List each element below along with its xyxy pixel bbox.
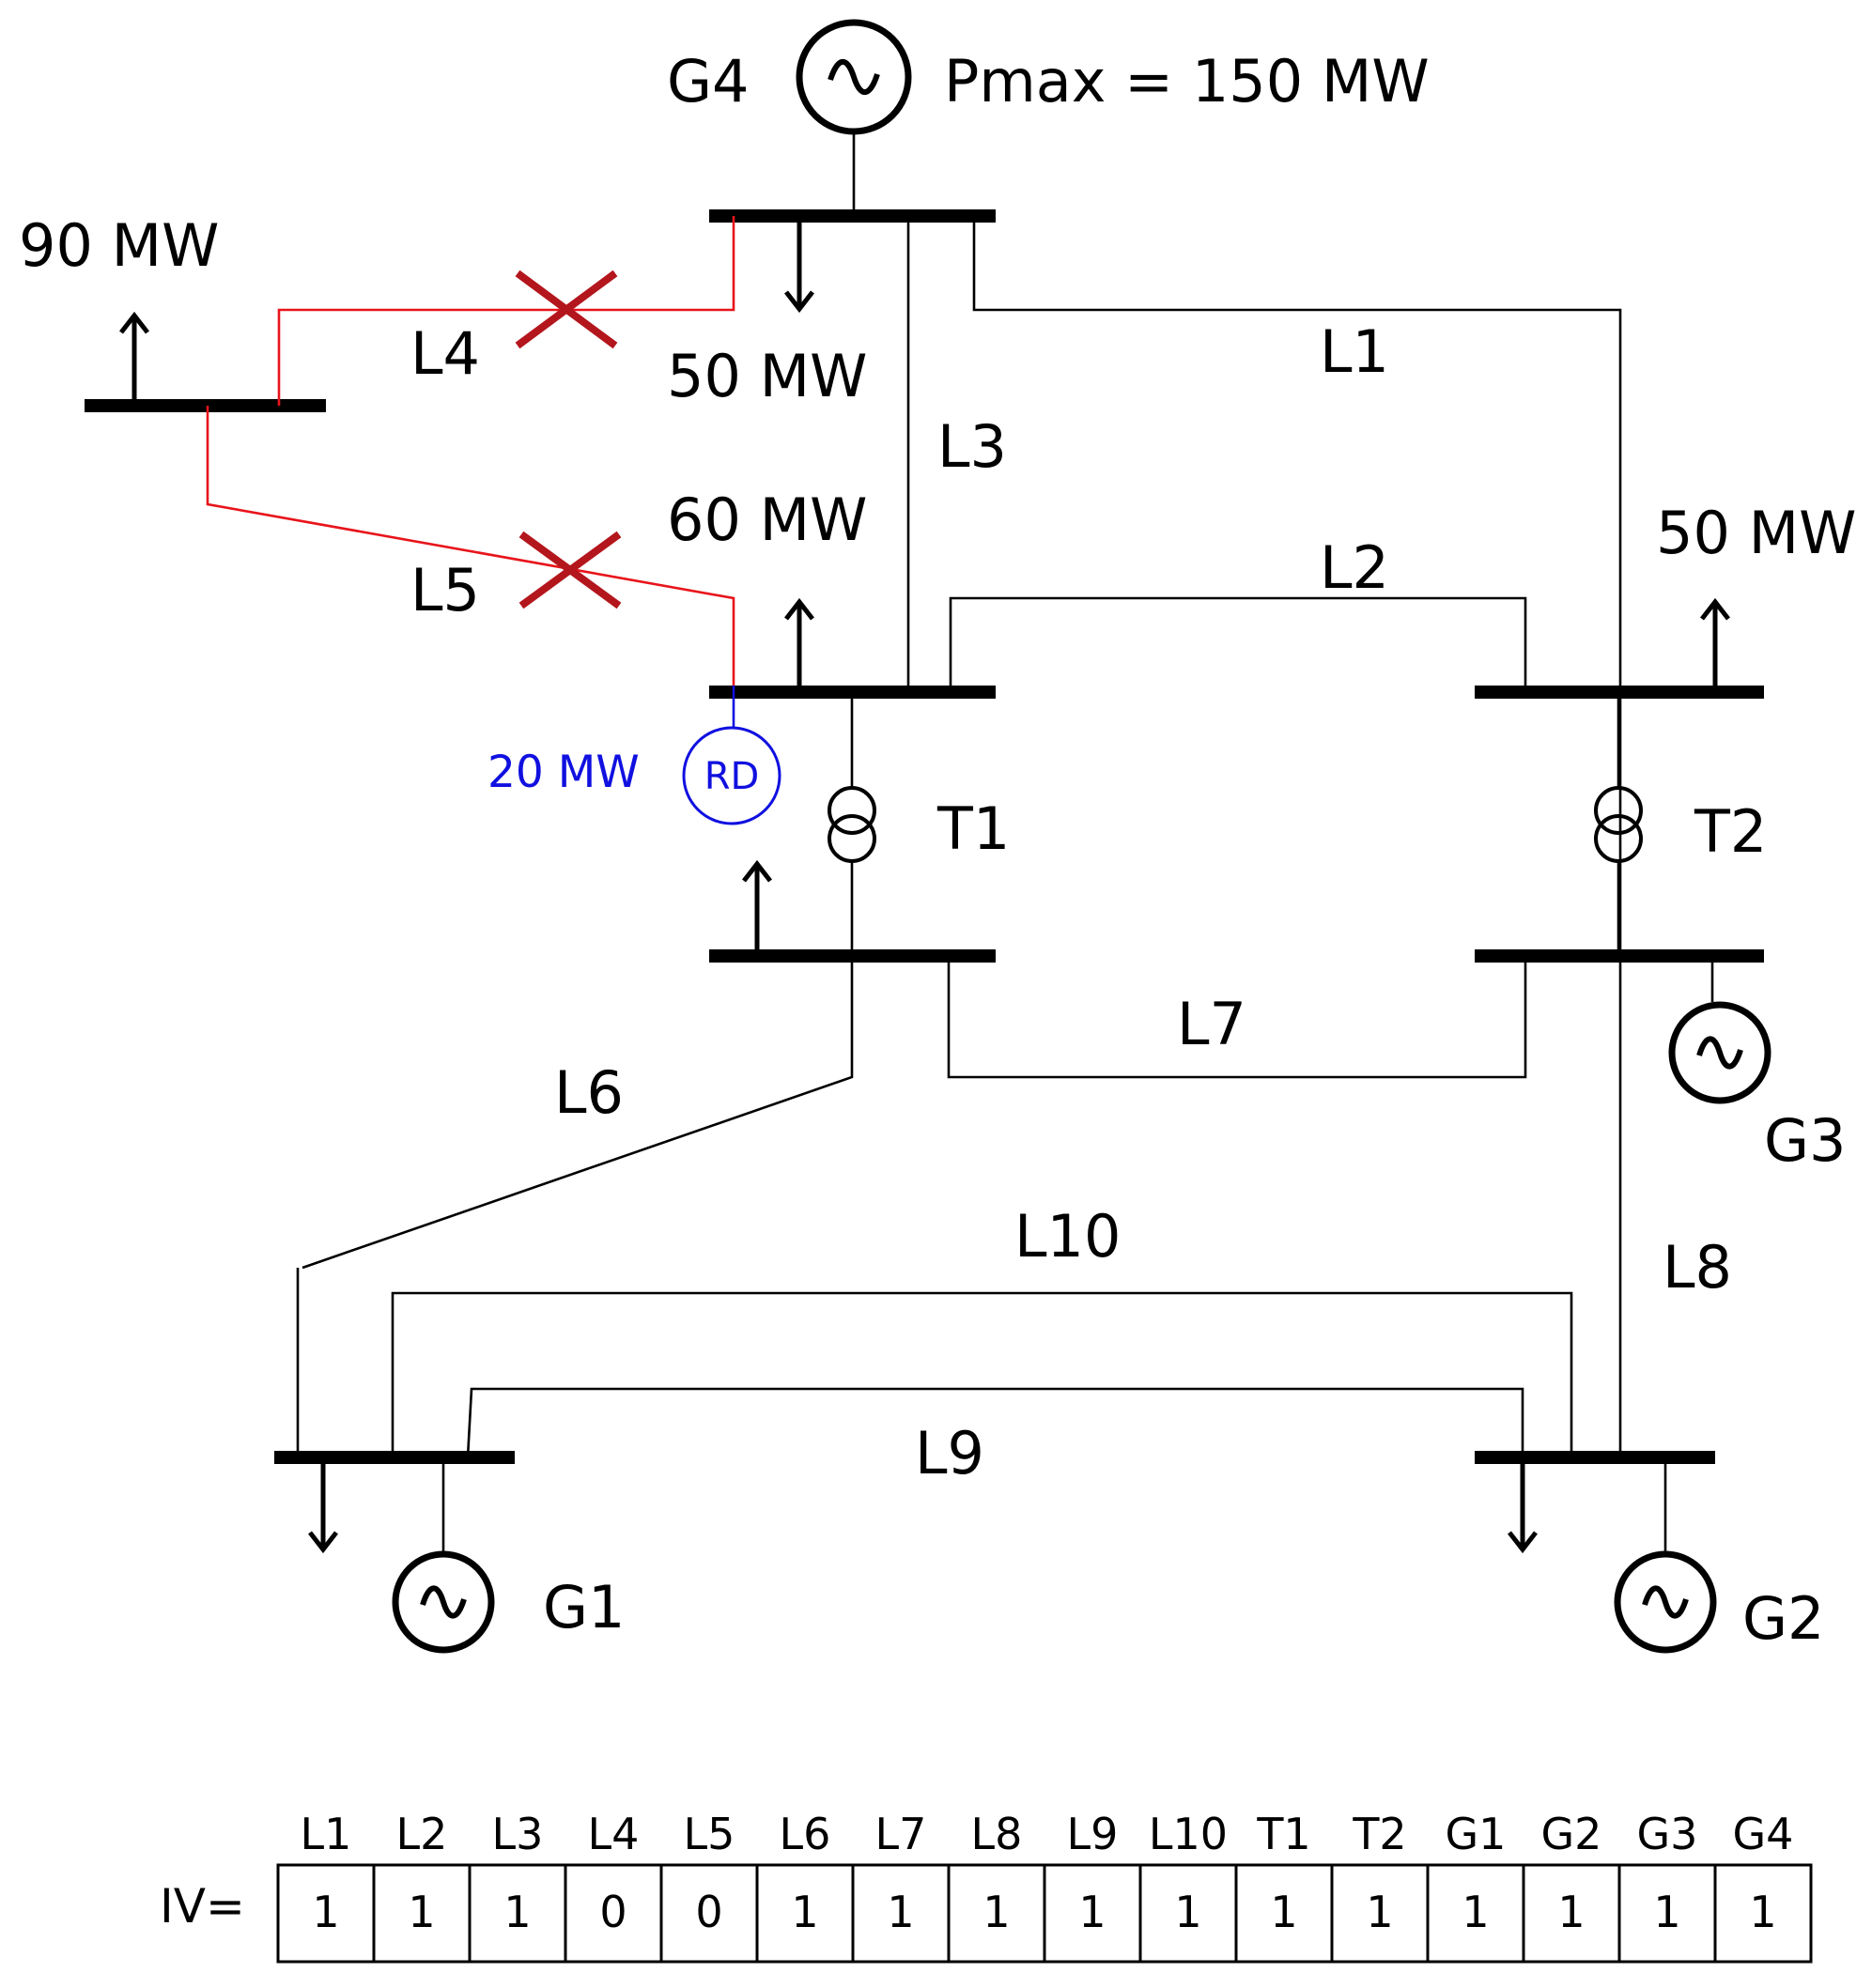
- iv-cell: [1522, 1863, 1621, 1964]
- iv-header-l2: L2: [396, 1809, 448, 1859]
- iv-header-g3: G3: [1637, 1809, 1698, 1859]
- load-top-arrow-icon: [784, 222, 814, 314]
- line-l1: [972, 216, 1622, 1457]
- transformer-t1-label: T1: [936, 794, 1010, 863]
- load-left-arrow-icon: [119, 311, 149, 406]
- iv-value-l3: 1: [503, 1887, 531, 1937]
- iv-header-l6: L6: [780, 1809, 831, 1859]
- iv-cell: [755, 1863, 855, 1964]
- iv-cell: [1617, 1863, 1717, 1964]
- iv-value-g3: 1: [1653, 1887, 1680, 1937]
- g1-label: G1: [543, 1573, 626, 1641]
- trip-cross-l5-icon: [518, 531, 622, 609]
- renewable-label: RD: [704, 755, 760, 798]
- iv-value-g4: 1: [1749, 1887, 1776, 1937]
- iv-prefix: IV=: [160, 1879, 245, 1934]
- iv-cell: [1330, 1863, 1430, 1964]
- transformer-t2-label: T2: [1694, 797, 1767, 866]
- iv-header-l10: L10: [1149, 1809, 1228, 1859]
- iv-value-g2: 1: [1557, 1887, 1585, 1937]
- iv-value-l2: 1: [408, 1887, 435, 1937]
- iv-cells: 1 1 1 0 0 1 1 1 1 1 1 1 1 1 1 1: [276, 1863, 1813, 1964]
- iv-value-l8: 1: [982, 1887, 1010, 1937]
- line-l1-label: L1: [1320, 317, 1389, 386]
- line-l9: [466, 1387, 1524, 1458]
- renewable-power: 20 MW: [487, 747, 640, 798]
- iv-header-g4: G4: [1733, 1809, 1794, 1859]
- load-right-arrow-icon: [1700, 597, 1730, 686]
- line-l6: [302, 956, 854, 1270]
- iv-headers: L1 L2 L3 L4 L5 L6 L7 L8 L9 L10 T1 T2 G1 G2 G3 G4: [301, 1809, 1794, 1859]
- generator-g2: [1614, 1457, 1717, 1654]
- iv-cell: [372, 1863, 472, 1964]
- g2-label: G2: [1742, 1584, 1825, 1653]
- iv-value-l1: 1: [312, 1887, 339, 1937]
- load-mid-value: 60 MW: [667, 485, 867, 554]
- line-l7: [947, 956, 1527, 1079]
- line-l5-label: L5: [410, 556, 480, 624]
- load-t1-low-arrow-icon: [742, 859, 772, 950]
- iv-header-l5: L5: [684, 1809, 735, 1859]
- iv-value-l6: 1: [791, 1887, 818, 1937]
- iv-cell: [1043, 1863, 1142, 1964]
- line-l8-label: L8: [1663, 1233, 1732, 1302]
- line-l6-label: L6: [554, 1058, 624, 1127]
- renewable-unit: [682, 686, 781, 825]
- iv-header-l4: L4: [588, 1809, 640, 1859]
- iv-value-l9: 1: [1078, 1887, 1106, 1937]
- iv-header-t1: T1: [1256, 1809, 1310, 1859]
- iv-cell: [851, 1863, 951, 1964]
- iv-value-g1: 1: [1462, 1887, 1489, 1937]
- generator-g1: [392, 1457, 495, 1654]
- iv-header-l1: L1: [301, 1809, 352, 1859]
- line-l2-label: L2: [1320, 533, 1389, 602]
- iv-header-l7: L7: [875, 1809, 927, 1859]
- load-g2-bus-arrow-icon: [1508, 1463, 1538, 1554]
- line-l4: [277, 216, 735, 406]
- load-g1-bus-arrow-icon: [308, 1463, 338, 1554]
- iv-value-l7: 1: [887, 1887, 914, 1937]
- iv-value-l10: 1: [1174, 1887, 1201, 1937]
- iv-header-g2: G2: [1541, 1809, 1602, 1859]
- iv-cell: [1713, 1863, 1813, 1964]
- iv-cell: [947, 1863, 1046, 1964]
- line-l10: [391, 1291, 1573, 1457]
- line-l9-label: L9: [915, 1419, 984, 1487]
- iv-value-t1: 1: [1270, 1887, 1297, 1937]
- iv-header-l3: L3: [492, 1809, 544, 1859]
- iv-header-t2: T2: [1352, 1809, 1406, 1859]
- trip-cross-l4-icon: [515, 270, 618, 349]
- generator-g4: [796, 19, 912, 210]
- line-l10-label: L10: [1014, 1202, 1121, 1271]
- g3-label: G3: [1764, 1106, 1847, 1175]
- iv-value-l5: 0: [695, 1887, 722, 1937]
- line-l7-label: L7: [1177, 990, 1246, 1058]
- line-l2: [949, 596, 1527, 692]
- g4-rating: Pmax = 150 MW: [944, 47, 1430, 116]
- iv-cell: [276, 1863, 376, 1964]
- load-top-value: 50 MW: [667, 342, 867, 410]
- load-left-value: 90 MW: [19, 211, 219, 280]
- line-l5: [206, 406, 735, 686]
- iv-header-l9: L9: [1067, 1809, 1119, 1859]
- transformer-t1-icon: [828, 692, 876, 956]
- iv-cell: [1426, 1863, 1525, 1964]
- load-mid-arrow-icon: [784, 597, 814, 686]
- iv-value-l4: 0: [599, 1887, 627, 1937]
- generator-g3: [1668, 956, 1771, 1104]
- iv-cell: [564, 1863, 663, 1964]
- iv-value-t2: 1: [1366, 1887, 1393, 1937]
- iv-header-l8: L8: [971, 1809, 1023, 1859]
- transformer-t2-icon: [1594, 692, 1643, 956]
- load-right-value: 50 MW: [1656, 499, 1856, 567]
- line-l4-label: L4: [410, 319, 480, 388]
- iv-header-g1: G1: [1446, 1809, 1507, 1859]
- line-l3-label: L3: [937, 412, 1007, 481]
- g4-label: G4: [667, 47, 750, 116]
